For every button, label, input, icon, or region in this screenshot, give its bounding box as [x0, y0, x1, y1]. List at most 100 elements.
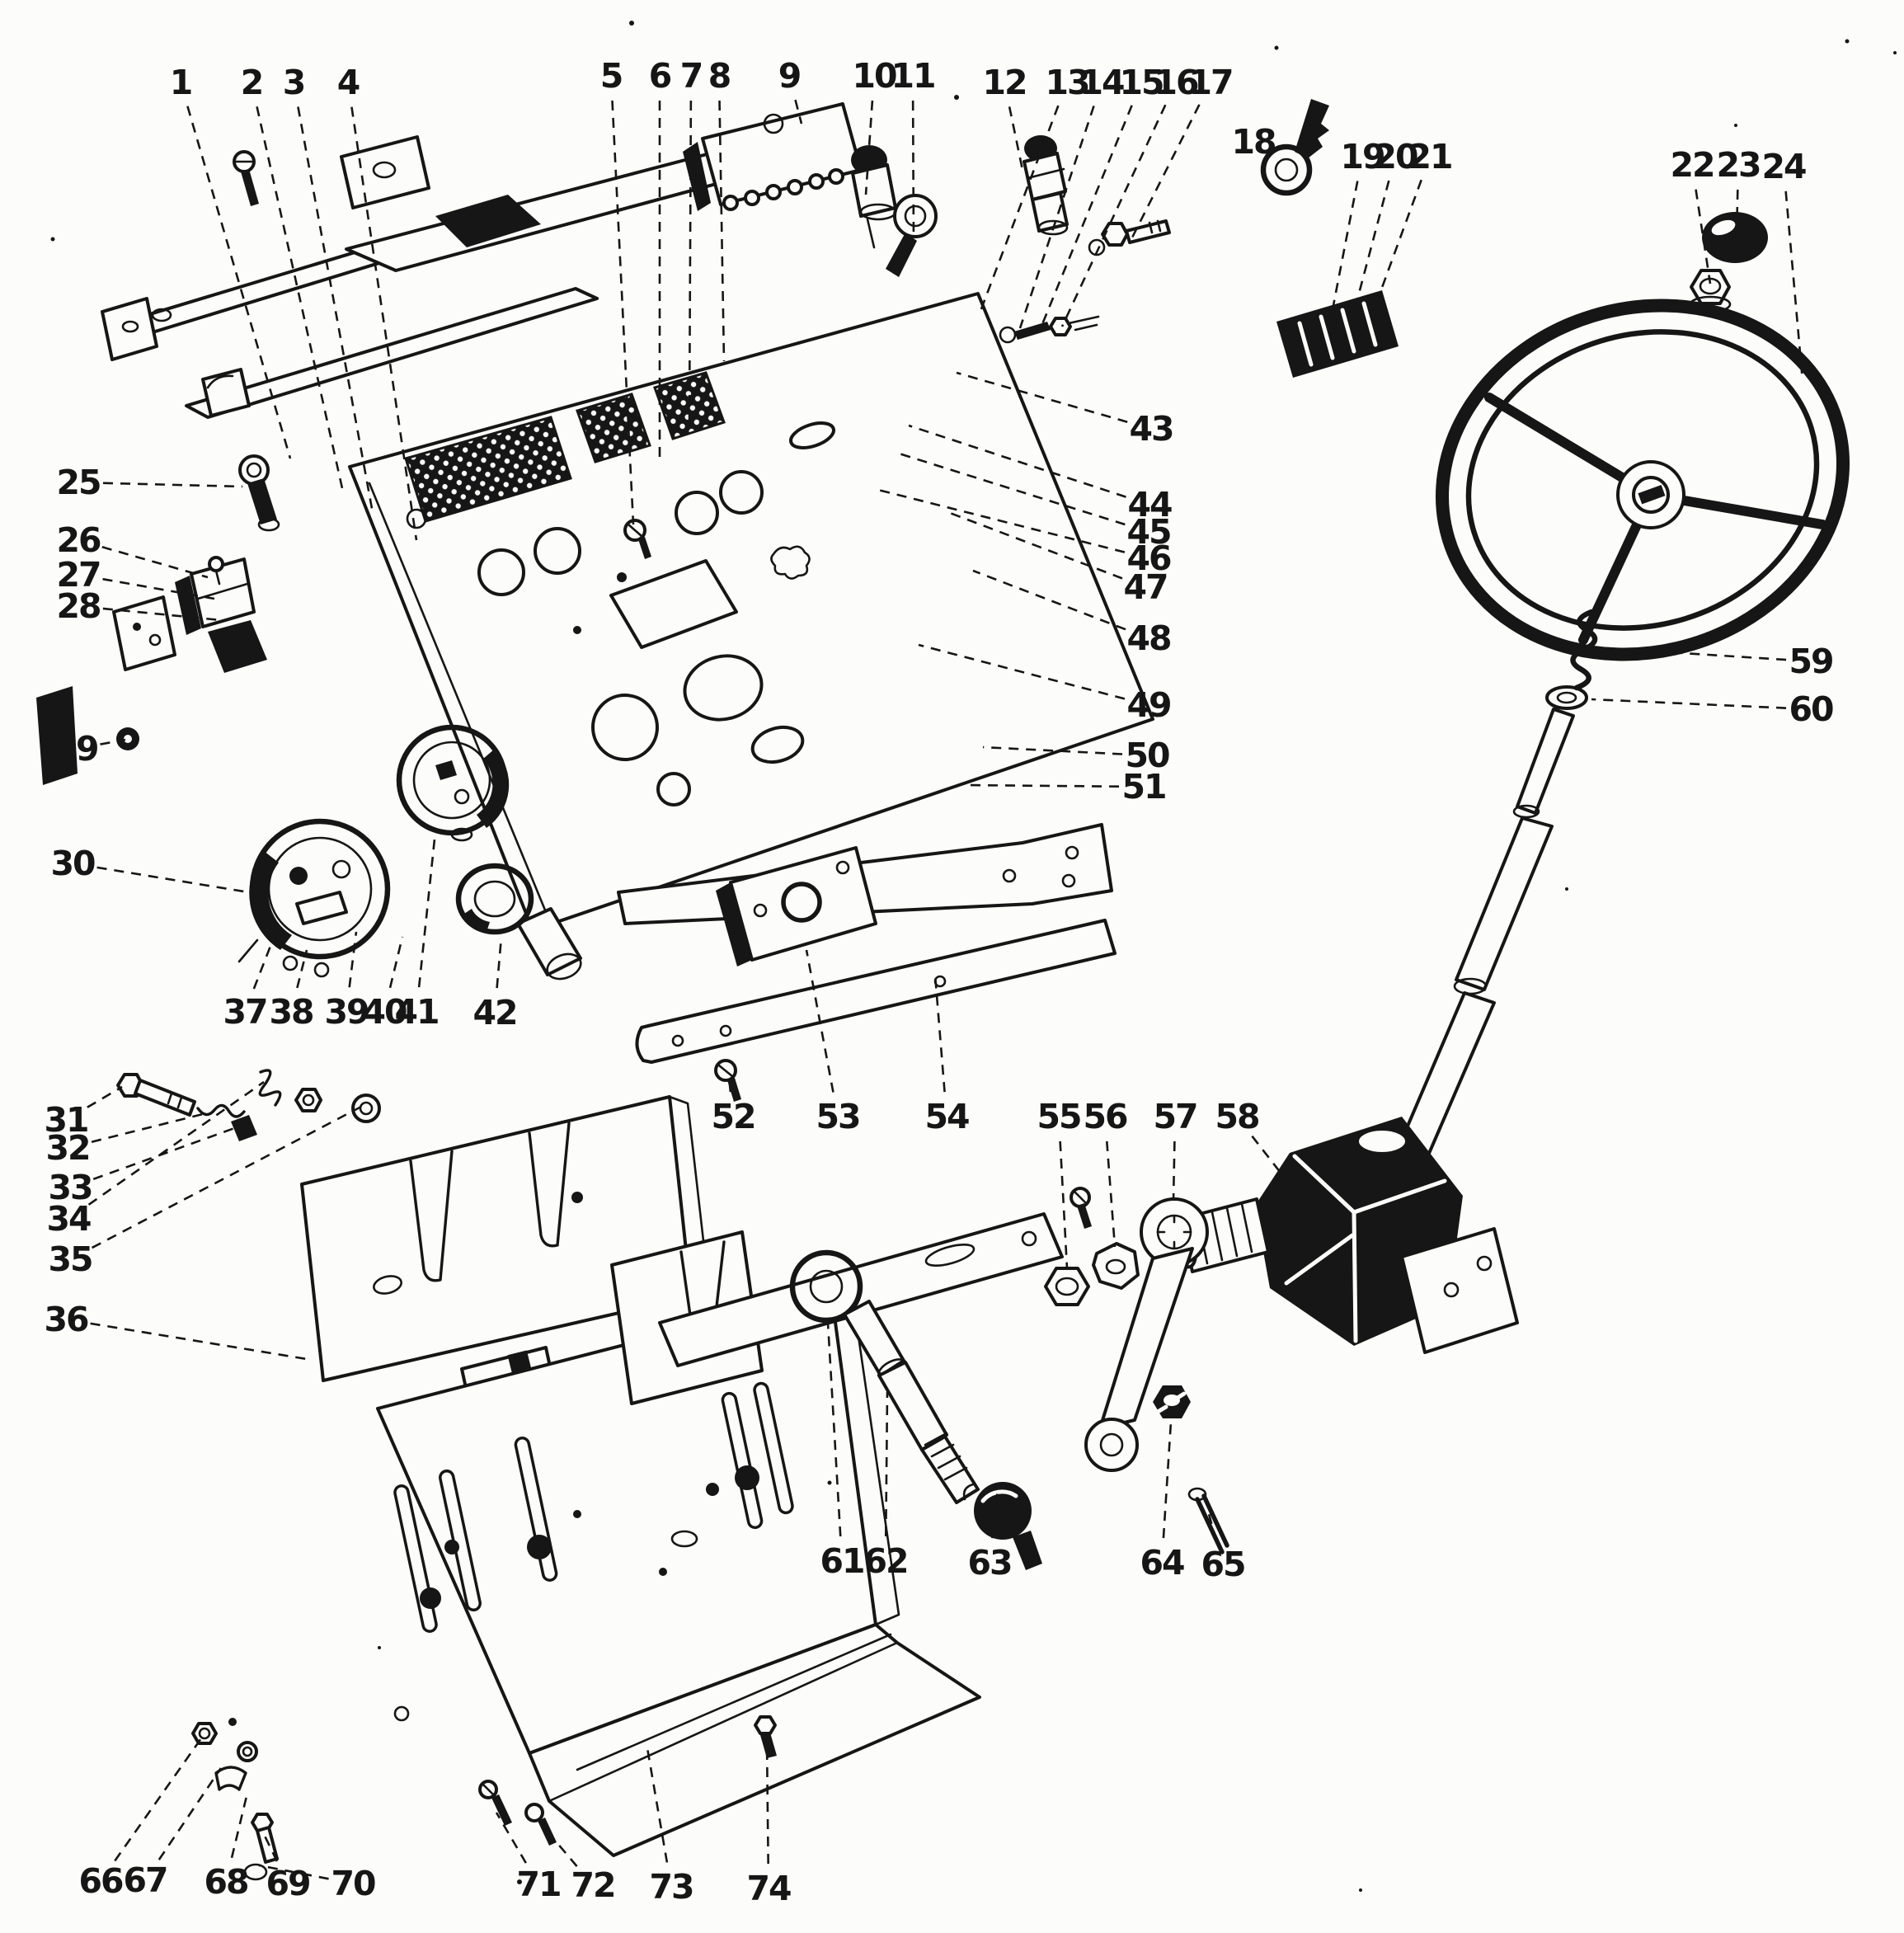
- knob-11: [886, 194, 938, 277]
- key-18: [1260, 99, 1329, 196]
- leader-line-49: [918, 643, 1126, 700]
- part-number-36: 36: [44, 1300, 88, 1339]
- callout-24: 24: [1761, 147, 1808, 382]
- callout-65: 65: [1201, 1513, 1247, 1584]
- leader-line-42: [496, 936, 503, 989]
- hardware-66-70: [191, 1718, 279, 1881]
- leader-line-31: [87, 1085, 123, 1108]
- callout-43: 43: [956, 371, 1175, 449]
- leader-line-64: [1162, 1421, 1173, 1539]
- leader-line-47: [949, 511, 1123, 580]
- bolt-17: [1088, 219, 1171, 256]
- leader-line-61: [826, 1322, 842, 1537]
- leader-line-1: [186, 106, 292, 459]
- part-number-63: 63: [967, 1543, 1011, 1583]
- callout-35: 35: [48, 1105, 362, 1279]
- part-number-5: 5: [600, 56, 623, 96]
- callout-5: 5: [600, 56, 635, 525]
- spring-32: [196, 1069, 282, 1141]
- callout-12: 12: [982, 63, 1028, 171]
- switch-12: [1023, 135, 1069, 236]
- callout-10: 10: [852, 56, 898, 195]
- callout-11: 11: [891, 56, 937, 247]
- part-number-27: 27: [56, 555, 100, 595]
- leader-line-72: [542, 1825, 578, 1867]
- callout-47: 47: [949, 511, 1169, 607]
- part-number-69: 69: [266, 1864, 309, 1903]
- leader-line-16: [1060, 104, 1167, 327]
- leader-line-59: [1605, 647, 1787, 661]
- leader-line-8: [718, 100, 726, 362]
- callout-1: 1: [170, 63, 292, 459]
- callout-41: 41: [394, 830, 440, 1032]
- callout-33: 33: [48, 1125, 240, 1207]
- callout-40: 40: [362, 936, 408, 1032]
- callout-46: 46: [877, 488, 1173, 578]
- callout-6: 6: [649, 56, 673, 459]
- part-number-6: 6: [649, 56, 671, 96]
- part-number-48: 48: [1126, 618, 1170, 658]
- part-number-61: 61: [820, 1541, 863, 1581]
- pitman-arm: [1084, 1197, 1209, 1472]
- leader-line-13: [978, 105, 1060, 314]
- callout-62: 62: [863, 1391, 910, 1581]
- part-number-53: 53: [816, 1097, 859, 1136]
- leader-line-14: [1018, 106, 1095, 329]
- callout-61: 61: [820, 1322, 866, 1581]
- part-number-73: 73: [649, 1867, 693, 1907]
- speckles: [50, 21, 1897, 1892]
- leader-line-21: [1372, 179, 1422, 311]
- clamp-plate-53: [716, 846, 877, 966]
- callout-21: 21: [1372, 137, 1454, 311]
- part-number-37: 37: [223, 992, 266, 1032]
- leader-line-28: [102, 607, 222, 622]
- leader-line-74: [765, 1741, 769, 1865]
- callout-42: 42: [472, 936, 519, 1032]
- callout-38: 38: [269, 949, 315, 1032]
- bolt-31: [116, 1073, 196, 1117]
- bolt-14-16: [999, 315, 1100, 344]
- callout-4: 4: [337, 63, 418, 541]
- cotter-pin-65: [1187, 1487, 1229, 1554]
- nut-64: [1153, 1385, 1191, 1418]
- part-number-70: 70: [331, 1864, 375, 1903]
- part-number-74: 74: [746, 1869, 791, 1908]
- part-number-18: 18: [1231, 122, 1275, 162]
- horn-cap: [1702, 212, 1768, 263]
- leader-line-10: [864, 100, 874, 195]
- leader-line-33: [92, 1125, 240, 1181]
- leader-line-62: [884, 1391, 889, 1537]
- callout-30: 30: [50, 844, 270, 897]
- callout-16: 16: [1060, 63, 1200, 327]
- part-number-28: 28: [56, 586, 100, 626]
- screw-4: [233, 150, 259, 206]
- callout-32: 32: [45, 1112, 207, 1168]
- leader-line-41: [417, 830, 437, 988]
- part-number-42: 42: [472, 993, 516, 1032]
- leader-line-19: [1328, 181, 1359, 327]
- callout-72: 72: [542, 1825, 617, 1905]
- gauge-small: [396, 724, 510, 842]
- part-number-58: 58: [1215, 1097, 1258, 1136]
- part-number-3: 3: [283, 63, 305, 102]
- sender-42: [455, 863, 582, 981]
- part-number-19: 19: [1340, 137, 1384, 176]
- callout-56: 56: [1083, 1097, 1129, 1248]
- part-number-60: 60: [1789, 689, 1833, 729]
- leader-line-17: [1130, 104, 1201, 240]
- leader-line-68: [230, 1792, 249, 1859]
- part-number-1: 1: [170, 63, 192, 102]
- leader-line-2: [256, 106, 344, 489]
- column-spring-washer: [1545, 609, 1598, 710]
- leader-line-69: [261, 1830, 279, 1862]
- leader-line-65: [1207, 1513, 1218, 1541]
- nut-55: [1044, 1267, 1090, 1306]
- leader-line-27: [102, 577, 215, 600]
- fuse-block: [1276, 290, 1399, 378]
- callout-29: 29: [54, 729, 126, 769]
- part-number-64: 64: [1140, 1543, 1184, 1583]
- part-number-57: 57: [1153, 1097, 1196, 1136]
- callout-23: 23: [1716, 145, 1762, 237]
- part-number-71: 71: [516, 1865, 560, 1904]
